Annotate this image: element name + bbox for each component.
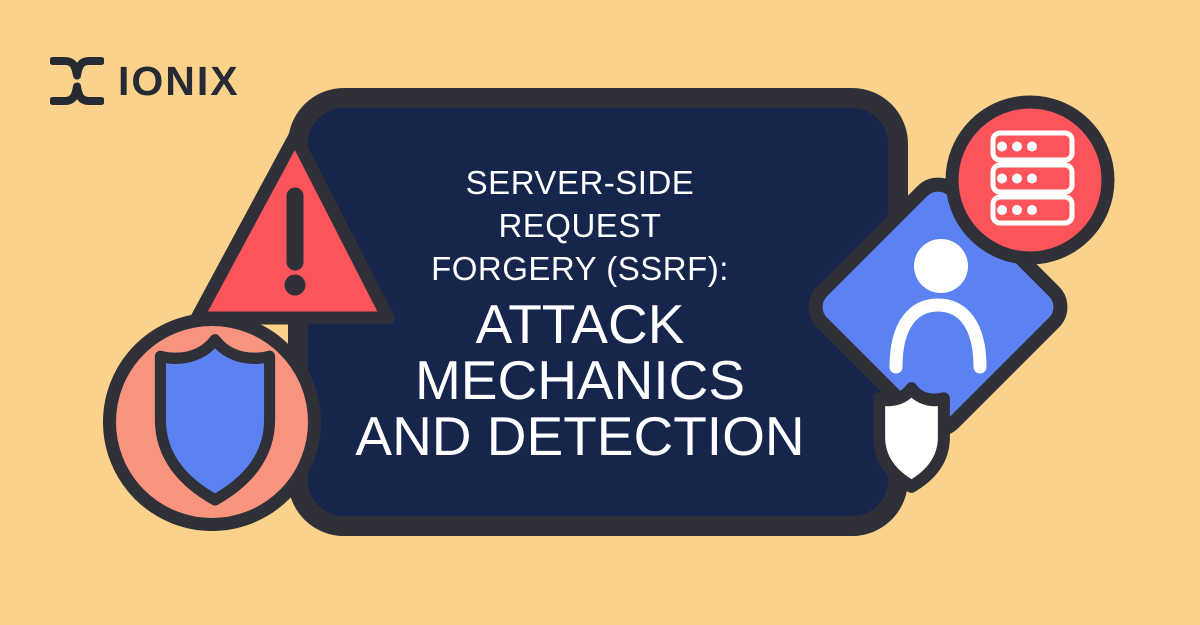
brand-name: IONIX <box>118 57 240 104</box>
warning-triangle-icon <box>190 129 395 325</box>
user-head <box>914 239 968 293</box>
subtitle-line: FORGERY (SSRF): <box>431 249 729 287</box>
ionix-logo-icon <box>50 57 104 105</box>
shield-icon <box>873 382 950 493</box>
server-circle-icon <box>945 95 1115 265</box>
title-line: AND DETECTION <box>355 404 805 467</box>
subtitle: SERVER-SIDE REQUEST FORGERY (SSRF): <box>431 161 729 290</box>
title-line: MECHANICS <box>414 348 746 411</box>
subtitle-line: REQUEST <box>498 206 662 244</box>
title-line: ATTACK <box>475 292 685 355</box>
title-panel: SERVER-SIDE REQUEST FORGERY (SSRF): ATTA… <box>288 88 908 536</box>
subtitle-line: SERVER-SIDE <box>465 163 695 201</box>
shield-circle-icon <box>103 313 321 531</box>
user-body <box>889 298 987 374</box>
page-title: ATTACK MECHANICS AND DETECTION <box>355 296 804 464</box>
brand-logo: IONIX <box>50 54 240 108</box>
